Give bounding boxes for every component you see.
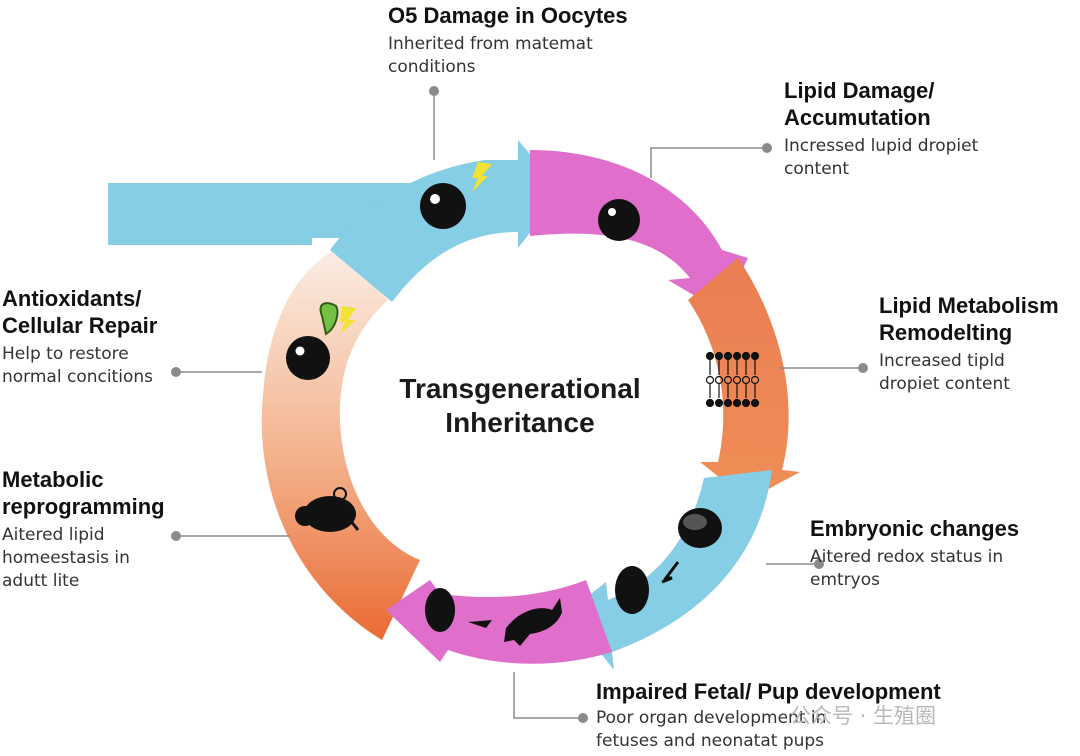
- stage-title: Antioxidants/ Cellular Repair: [2, 286, 158, 338]
- connector-dots: [171, 86, 868, 723]
- segment-fetal: [386, 580, 612, 664]
- stage-desc: Poor organ development in fetuses and ne…: [596, 708, 827, 751]
- embryo-icon: [615, 508, 722, 614]
- stage-title: Lipid Metabolism Remodelting: [879, 293, 1059, 345]
- segment-metabolic: [261, 248, 420, 640]
- mouse-icon: [295, 487, 360, 532]
- stage-lipid-damage: Lipid Damage/ Accumutation Incressed lup…: [784, 77, 978, 181]
- segment-lipid-damage: [530, 150, 748, 312]
- stage-title: Impaired Fetal/ Pup development: [596, 679, 941, 704]
- stage-metabolic: Metabolic reprogramming Aitered lipid ho…: [2, 466, 165, 593]
- antioxidant-icon: [286, 302, 356, 380]
- stage-desc: Help to restore normal concitions: [2, 344, 153, 387]
- center-title-line2: Inheritance: [445, 407, 595, 438]
- stage-remodeling: Lipid Metabolism Remodelting Increased t…: [879, 292, 1059, 396]
- watermark: 公众号 · 生殖圈: [790, 704, 937, 728]
- stage-title: Metabolic reprogramming: [2, 467, 165, 519]
- lipid-droplet-icon: [598, 199, 640, 241]
- fetus-icon: [425, 588, 492, 632]
- pup-icon: [504, 598, 562, 646]
- stage-oocytes: O5 Damage in Oocytes Inherited from mate…: [388, 2, 628, 79]
- center-title-line1: Transgenerational: [399, 373, 641, 404]
- stage-title: Lipid Damage/ Accumutation: [784, 78, 935, 130]
- stage-fetal: Impaired Fetal/ Pup development Poor org…: [596, 678, 941, 753]
- stage-desc: Increased tipld dropiet content: [879, 351, 1010, 394]
- segment-embryonic: [568, 470, 772, 670]
- stage-desc: Aitered redox status in emtryos: [810, 547, 1004, 590]
- lightning-icon: [472, 162, 492, 192]
- stage-desc: Inherited from matemat conditions: [388, 34, 593, 77]
- oocyte-icon: [420, 183, 466, 229]
- segment-remodeling: [688, 258, 800, 500]
- stage-title: O5 Damage in Oocytes: [388, 3, 628, 28]
- connector-lines: [176, 92, 862, 719]
- stage-title: Embryonic changes: [810, 516, 1020, 541]
- stage-desc: Incressed lupid dropiet content: [784, 136, 979, 179]
- stage-antioxidants: Antioxidants/ Cellular Repair Help to re…: [2, 285, 157, 389]
- center-title: Transgenerational Inheritance: [360, 372, 680, 440]
- stage-desc: Aitered lipid homeestasis in adutt lite: [2, 525, 130, 591]
- stage-embryonic: Embryonic changes Aitered redox status i…: [810, 515, 1019, 592]
- input-arrow: [108, 183, 420, 245]
- lipid-bilayer-icon: [705, 351, 760, 408]
